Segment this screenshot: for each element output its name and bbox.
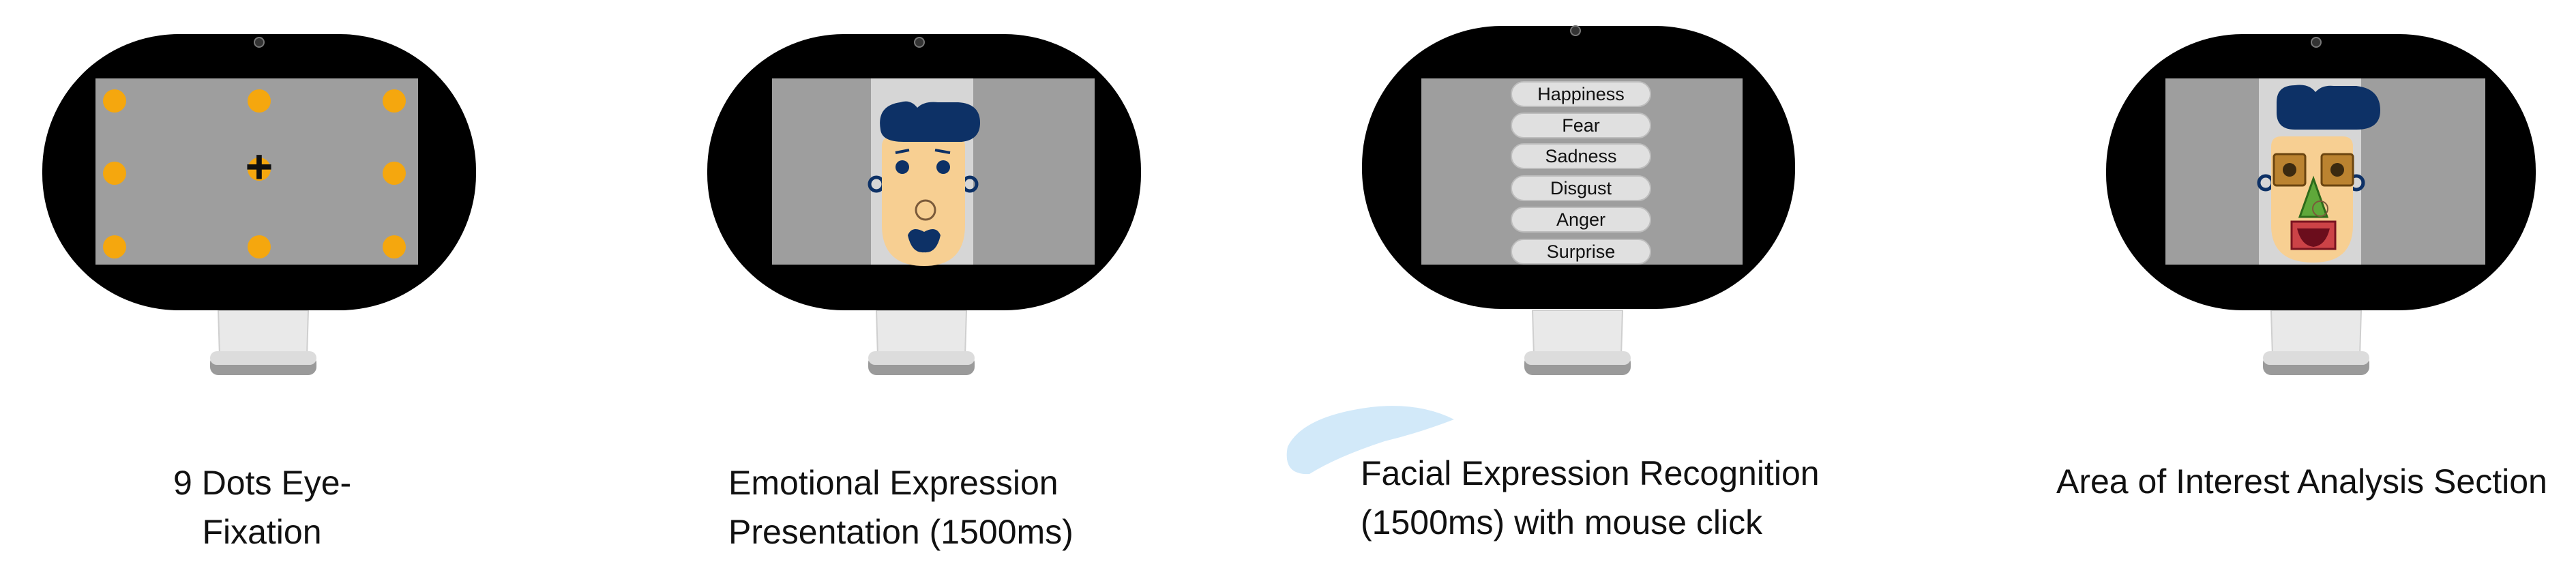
mouth xyxy=(908,229,941,253)
eye-left xyxy=(895,160,909,174)
option-fear[interactable]: Fear xyxy=(1511,113,1651,138)
aoi-face xyxy=(2257,85,2380,263)
fixation-dot xyxy=(103,162,126,185)
fixation-dot xyxy=(248,235,271,258)
aoi-nose xyxy=(2298,175,2329,218)
caption-step3: Facial Expression Recognition (1500ms) w… xyxy=(1361,454,1820,541)
fixation-dots xyxy=(103,89,406,258)
panel-expression-recognition: Happiness Fear Sadness Disgust Anger Sur… xyxy=(1323,0,1967,579)
cartoon-face xyxy=(868,101,980,266)
webcam-icon xyxy=(254,37,265,48)
panel-expression-presentation: Emotional Expression Presentation (1500m… xyxy=(665,0,1309,579)
fixation-dot xyxy=(383,89,406,113)
eye-right xyxy=(936,160,950,174)
fixation-dot xyxy=(103,89,126,113)
webcam-icon xyxy=(1570,25,1581,36)
mouth xyxy=(2297,228,2330,247)
option-sadness[interactable]: Sadness xyxy=(1511,143,1651,169)
monitor-stand xyxy=(868,310,975,375)
caption-step1: 9 Dots Eye- Fixation xyxy=(173,464,352,551)
monitor-eye-fixation: + xyxy=(42,34,476,375)
fixation-dot xyxy=(383,235,406,258)
hair xyxy=(880,101,980,142)
fixation-dot xyxy=(248,89,271,113)
panel-eye-fixation: + 9 Dots Eye- Fixation xyxy=(0,0,644,579)
option-anger[interactable]: Anger xyxy=(1511,207,1651,233)
monitor-aoi xyxy=(2106,34,2536,375)
monitor-expression xyxy=(707,34,1141,375)
nose xyxy=(2312,201,2328,217)
caption-step2: Emotional Expression Presentation (1500m… xyxy=(728,464,1074,551)
webcam-icon xyxy=(914,37,925,48)
option-disgust[interactable]: Disgust xyxy=(1511,175,1651,201)
option-happiness[interactable]: Happiness xyxy=(1511,81,1651,107)
webcam-icon xyxy=(2311,37,2322,48)
fixation-dot xyxy=(103,235,126,258)
monitor-stand xyxy=(210,310,316,375)
option-surprise[interactable]: Surprise xyxy=(1511,239,1651,265)
panel-aoi-analysis: Area of Interest Analysis Section xyxy=(1985,0,2576,579)
fixation-dot xyxy=(383,162,406,185)
eyebrow-right xyxy=(934,149,951,154)
monitor-stand xyxy=(2263,310,2369,375)
nose xyxy=(915,199,936,221)
monitor-stand xyxy=(1524,310,1631,375)
screen xyxy=(1421,78,1743,265)
monitor-recognition xyxy=(1362,25,1795,375)
eyebrow-left xyxy=(895,149,910,154)
hair xyxy=(2277,85,2380,130)
fixation-dot-center xyxy=(248,158,271,181)
caption-step4: Area of Interest Analysis Section xyxy=(2056,462,2547,501)
decorative-swoosh xyxy=(1286,406,1454,475)
fixation-cross: + xyxy=(246,140,273,193)
eye-left xyxy=(2283,163,2296,177)
eye-right xyxy=(2330,163,2344,177)
